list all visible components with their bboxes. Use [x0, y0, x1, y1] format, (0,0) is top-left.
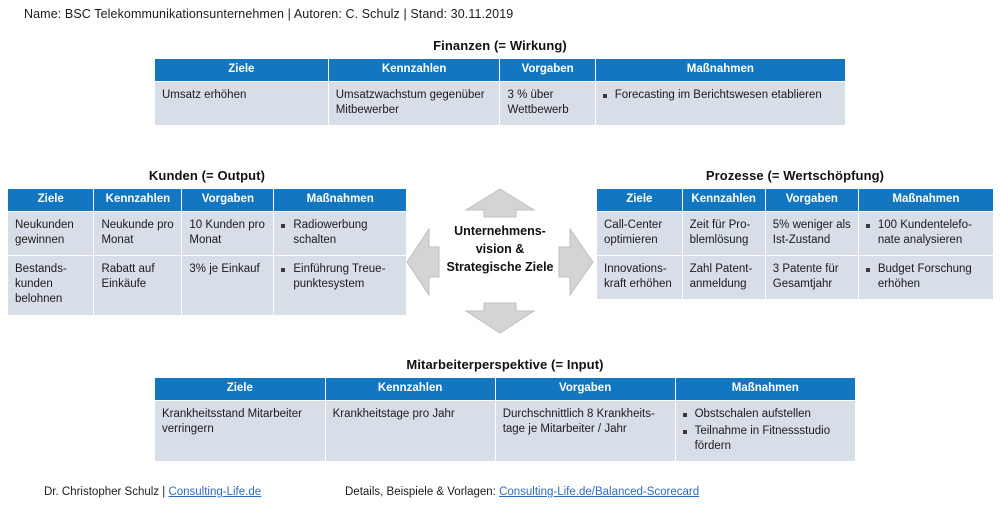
column-header-massnahmen: Maßnahmen	[675, 378, 855, 401]
column-header-ziele: Ziele	[8, 189, 95, 212]
cell-vorgaben: 5% weniger als Ist-Zustand	[765, 211, 859, 256]
perspective-finanzen: Finanzen (= Wirkung) Ziele Kennzahlen Vo…	[155, 38, 845, 125]
cell-massnahmen: Forecasting im Berichtswesen etablieren	[595, 81, 845, 125]
column-header-massnahmen: Maßnahmen	[273, 189, 406, 212]
arrow-left-icon	[406, 228, 440, 296]
measure-list: Radiowerbung schalten	[281, 218, 399, 248]
perspective-kunden: Kunden (= Output) Ziele Kennzahlen Vorga…	[8, 168, 406, 315]
hub-line-3: Strategische Ziele	[446, 260, 554, 275]
measure-item: Einführung Treue-punktesystem	[281, 262, 399, 292]
table-row: Neukunden gewinnen Neukunde pro Monat 10…	[8, 211, 406, 256]
footer-details-prefix: Details, Beispiele & Vorlagen:	[345, 486, 500, 498]
table-header-row: Ziele Kennzahlen Vorgaben Maßnahmen	[597, 189, 993, 212]
table-header-row: Ziele Kennzahlen Vorgaben Maßnahmen	[8, 189, 406, 212]
document-meta-line: Name: BSC Telekommunikationsunternehmen …	[24, 7, 514, 21]
cell-massnahmen: 100 Kundentelefo-nate analysieren	[858, 211, 993, 256]
footer-author: Dr. Christopher Schulz | Consulting-Life…	[44, 486, 261, 498]
cell-ziele: Bestands-kunden belohnen	[8, 255, 95, 315]
cell-kennzahlen: Rabatt auf Einkäufe	[93, 255, 183, 315]
footer-details-link[interactable]: Consulting-Life.de/Balanced-Scorecard	[499, 486, 700, 498]
table-header-row: Ziele Kennzahlen Vorgaben Maßnahmen	[155, 59, 845, 82]
table-prozesse: Ziele Kennzahlen Vorgaben Maßnahmen Call…	[597, 189, 993, 300]
cell-kennzahlen: Zeit für Pro-blemlösung	[682, 211, 766, 256]
cell-ziele: Umsatz erhöhen	[155, 81, 329, 125]
cell-vorgaben: 3 Patente für Gesamtjahr	[765, 255, 859, 300]
perspective-title-mitarbeiter: Mitarbeiterperspektive (= Input)	[406, 357, 604, 372]
perspective-title-kunden: Kunden (= Output)	[148, 168, 266, 183]
measure-item: 100 Kundentelefo-nate analysieren	[865, 218, 986, 248]
perspective-mitarbeiter: Mitarbeiterperspektive (= Input) Ziele K…	[155, 357, 855, 462]
cell-massnahmen: Budget Forschung erhöhen	[858, 255, 993, 300]
column-header-vorgaben: Vorgaben	[181, 189, 275, 212]
footer-author-link[interactable]: Consulting-Life.de	[168, 486, 262, 498]
measure-list: 100 Kundentelefo-nate analysieren	[865, 218, 986, 248]
footer-details: Details, Beispiele & Vorlagen: Consultin…	[345, 486, 699, 498]
column-header-ziele: Ziele	[155, 378, 326, 401]
measure-item: Obstschalen aufstellen	[682, 407, 848, 422]
cell-massnahmen: Radiowerbung schalten	[273, 211, 406, 256]
measure-item: Forecasting im Berichtswesen etablieren	[602, 88, 838, 103]
table-row: Call-Center optimieren Zeit für Pro-blem…	[597, 211, 993, 256]
cell-massnahmen: Einführung Treue-punktesystem	[273, 255, 406, 315]
column-header-kennzahlen: Kennzahlen	[93, 189, 183, 212]
hub-line-2: vision &	[475, 242, 525, 257]
table-finanzen: Ziele Kennzahlen Vorgaben Maßnahmen Umsa…	[155, 59, 845, 125]
column-header-kennzahlen: Kennzahlen	[325, 378, 496, 401]
measure-item: Budget Forschung erhöhen	[865, 262, 986, 292]
table-header-row: Ziele Kennzahlen Vorgaben Maßnahmen	[155, 378, 855, 401]
table-row: Innovations-kraft erhöhen Zahl Patent-an…	[597, 255, 993, 300]
cell-ziele: Call-Center optimieren	[597, 211, 683, 256]
table-kunden: Ziele Kennzahlen Vorgaben Maßnahmen Neuk…	[8, 189, 406, 315]
measure-list: Einführung Treue-punktesystem	[281, 262, 399, 292]
table-row: Umsatz erhöhen Umsatzwachstum gegenüber …	[155, 81, 845, 125]
footer-author-prefix: Dr. Christopher Schulz |	[44, 486, 169, 498]
cell-kennzahlen: Zahl Patent-anmeldung	[682, 255, 766, 300]
column-header-ziele: Ziele	[155, 59, 329, 82]
table-row: Bestands-kunden belohnen Rabatt auf Eink…	[8, 255, 406, 315]
arrow-down-icon	[464, 302, 536, 334]
column-header-vorgaben: Vorgaben	[495, 378, 676, 401]
cell-kennzahlen: Neukunde pro Monat	[93, 211, 183, 256]
cell-vorgaben: 3% je Einkauf	[181, 255, 275, 315]
perspective-title-finanzen: Finanzen (= Wirkung)	[433, 38, 567, 53]
strategy-hub: Unternehmens- vision & Strategische Ziel…	[406, 188, 594, 336]
perspective-title-prozesse: Prozesse (= Wertschöpfung)	[705, 168, 885, 183]
cell-kennzahlen: Krankheitstage pro Jahr	[325, 400, 496, 462]
column-header-kennzahlen: Kennzahlen	[328, 59, 501, 82]
measure-item: Teilnahme in Fitnessstudio fördern	[682, 424, 848, 454]
column-header-massnahmen: Maßnahmen	[595, 59, 845, 82]
measure-item: Radiowerbung schalten	[281, 218, 399, 248]
arrow-up-icon	[464, 188, 536, 218]
hub-line-1: Unternehmens-	[454, 224, 546, 238]
cell-vorgaben: 10 Kunden pro Monat	[181, 211, 275, 256]
table-row: Krankheitsstand Mitarbeiter verringern K…	[155, 400, 855, 462]
cell-vorgaben: 3 % über Wettbewerb	[499, 81, 596, 125]
column-header-vorgaben: Vorgaben	[765, 189, 859, 212]
perspective-prozesse: Prozesse (= Wertschöpfung) Ziele Kennzah…	[597, 168, 993, 300]
arrow-right-icon	[558, 228, 594, 296]
cell-vorgaben: Durchschnittlich 8 Krankheits-tage je Mi…	[495, 400, 676, 462]
table-mitarbeiter: Ziele Kennzahlen Vorgaben Maßnahmen Kran…	[155, 378, 855, 462]
column-header-kennzahlen: Kennzahlen	[682, 189, 766, 212]
cell-kennzahlen: Umsatzwachstum gegenüber Mitbewerber	[328, 81, 501, 125]
cell-ziele: Krankheitsstand Mitarbeiter verringern	[155, 400, 326, 462]
strategy-hub-text: Unternehmens- vision & Strategische Ziel…	[412, 222, 588, 276]
cell-ziele: Innovations-kraft erhöhen	[597, 255, 683, 300]
column-header-ziele: Ziele	[597, 189, 683, 212]
cell-ziele: Neukunden gewinnen	[8, 211, 95, 256]
column-header-vorgaben: Vorgaben	[499, 59, 596, 82]
column-header-massnahmen: Maßnahmen	[858, 189, 993, 212]
measure-list: Forecasting im Berichtswesen etablieren	[602, 88, 838, 103]
measure-list: Budget Forschung erhöhen	[865, 262, 986, 292]
